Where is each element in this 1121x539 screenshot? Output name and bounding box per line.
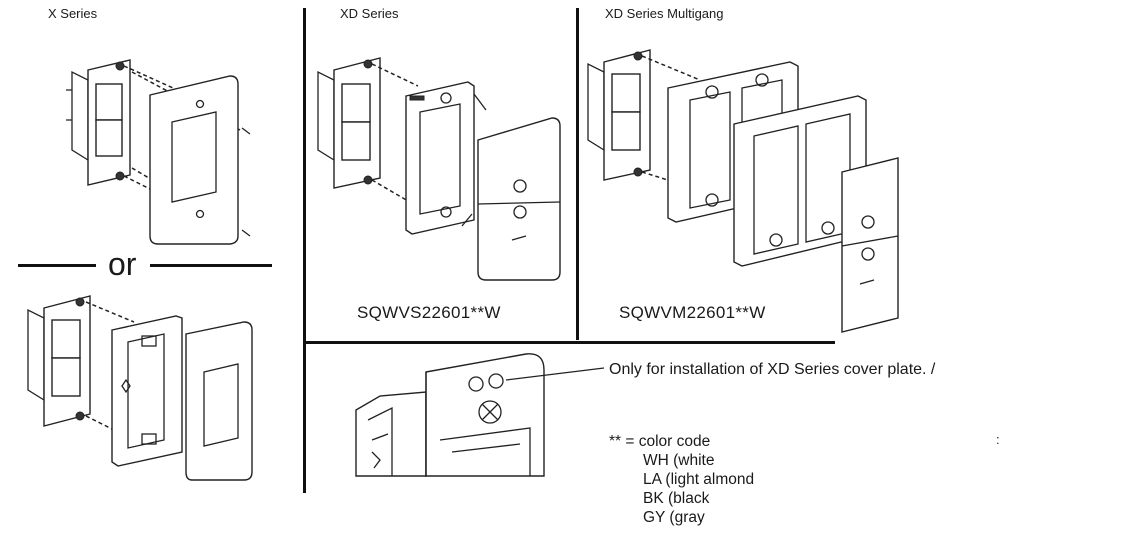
color-code-white: WH (white <box>643 452 715 469</box>
color-code-black: BK (black <box>643 490 710 507</box>
or-rule-left <box>18 264 96 267</box>
x-series-label: X Series <box>48 6 98 21</box>
xd-multigang-cover-plate <box>841 157 899 333</box>
or-rule-right <box>150 264 272 267</box>
x-series-screwless-plate <box>185 321 253 481</box>
divider-horizontal <box>305 341 835 344</box>
color-code-legend: ** = color code WH (white LA (light almo… <box>609 432 754 527</box>
callout-leader-line <box>505 367 605 381</box>
xd-series-label: XD Series <box>340 6 399 21</box>
x-series-switch-illustration <box>66 59 131 186</box>
xd-multigang-label: XD Series Multigang <box>605 6 724 21</box>
xd-series-switch-illustration <box>317 57 381 189</box>
xd-series-cover-plate <box>477 117 561 281</box>
x-series-adapter-plate <box>111 315 183 467</box>
xd-multigang-switch-illustration <box>587 49 651 181</box>
installation-note: Only for installation of XD Series cover… <box>609 361 936 378</box>
color-code-light-almond: LA (light almond <box>643 471 755 488</box>
xd-series-mounting-frame <box>405 81 475 235</box>
or-label: or <box>108 246 137 282</box>
model-code-multigang: SQWVM22601**W <box>619 303 766 322</box>
x-series-wall-plate <box>149 75 251 245</box>
color-code-heading: ** = color code <box>609 433 711 450</box>
trailing-mark: : <box>996 432 1000 447</box>
divider-left <box>303 8 306 493</box>
detail-inset-illustration <box>355 353 545 477</box>
x-series-alt-switch-illustration <box>27 295 91 427</box>
color-code-gray: GY (gray <box>643 509 705 526</box>
model-code-single: SQWVS22601**W <box>357 303 501 322</box>
divider-middle <box>576 8 579 340</box>
xd-multigang-front-frame <box>733 95 867 267</box>
